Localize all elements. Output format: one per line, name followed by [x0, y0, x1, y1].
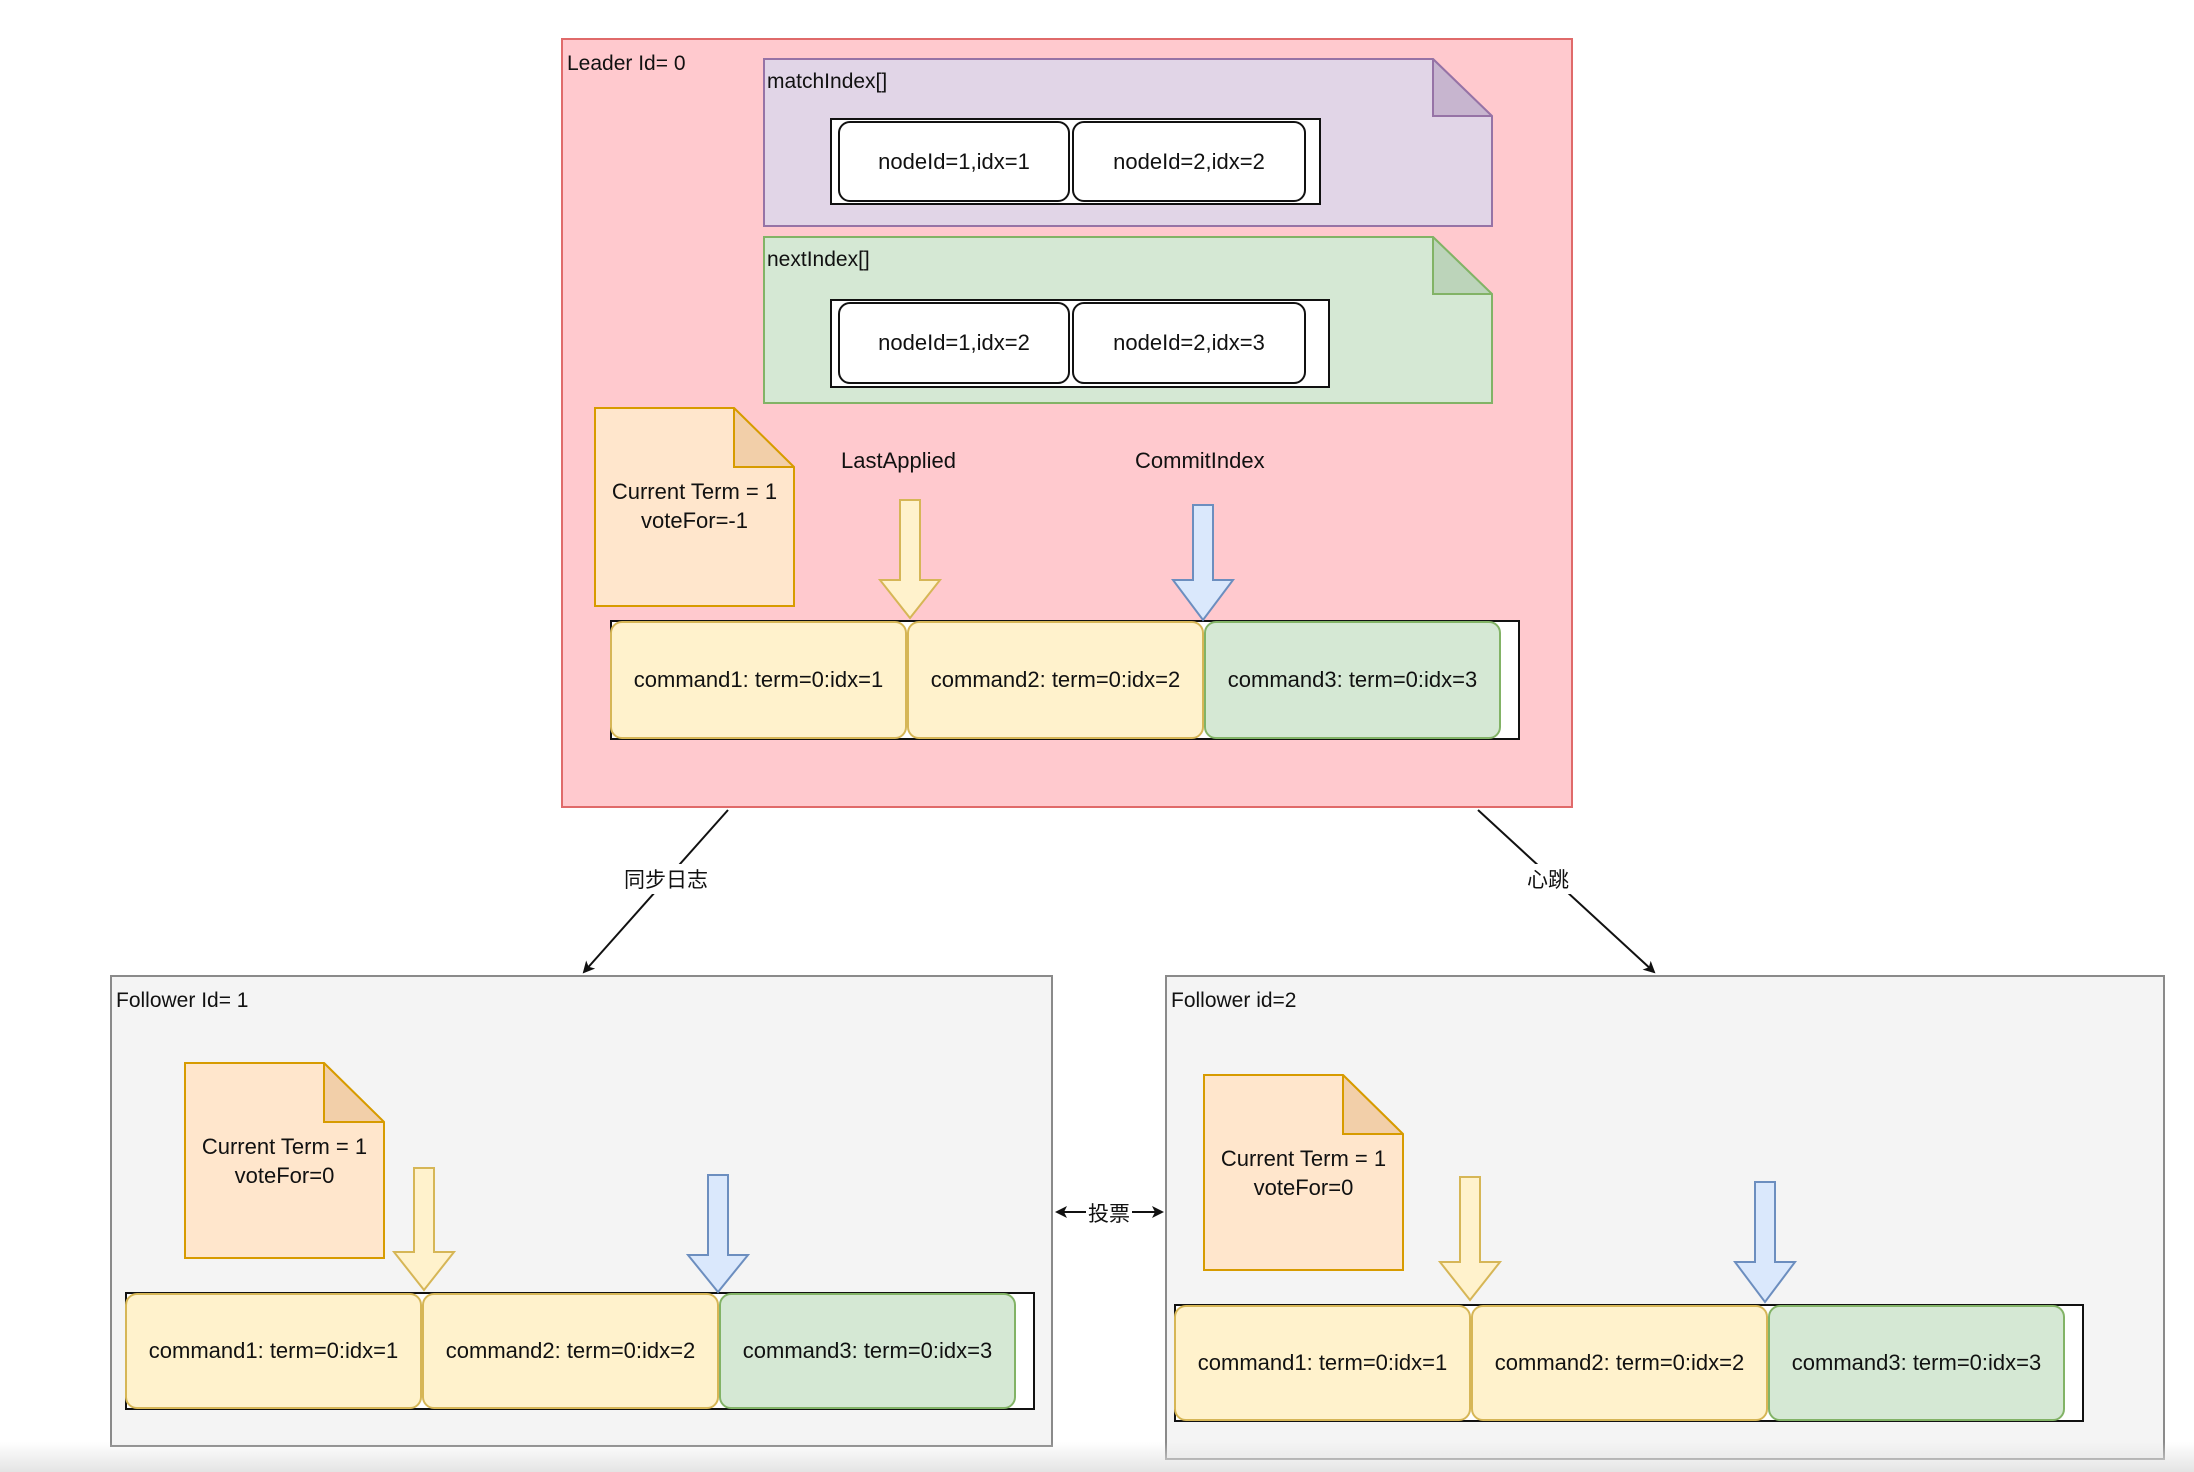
follower-2-log-entry: command3: term=0:idx=3 [1768, 1305, 2065, 1421]
commit-index-label: CommitIndex [1135, 448, 1265, 473]
follower-1-state-note: Current Term = 1 voteFor=0 [184, 1062, 385, 1259]
bottom-shade [0, 1442, 2194, 1472]
sync-log-label: 同步日志 [622, 864, 710, 894]
follower-1-log-entry: command2: term=0:idx=2 [422, 1293, 719, 1409]
match-index-title: matchIndex[] [767, 70, 888, 93]
follower-2-title: Follower id=2 [1171, 989, 1297, 1012]
leader-title: Leader Id= 0 [567, 52, 686, 75]
leader-votefor-text: voteFor=-1 [641, 508, 748, 533]
leader-log-entry: command3: term=0:idx=3 [1204, 621, 1501, 739]
follower-2-term-text: Current Term = 1 [1220, 1146, 1387, 1171]
leader-log-entry: command1: term=0:idx=1 [610, 621, 907, 739]
leader-term-text: Current Term = 1 [611, 479, 778, 504]
next-index-title: nextIndex[] [767, 248, 870, 271]
follower-2-state-note-shape [1203, 1074, 1404, 1271]
leader-log-entry: command2: term=0:idx=2 [907, 621, 1204, 739]
follower-2-votefor-text: voteFor=0 [1253, 1175, 1354, 1200]
leader-state-note-shape [594, 407, 795, 607]
leader-state-note: Current Term = 1 voteFor=-1 [594, 407, 795, 607]
match-index-cell: nodeId=2,idx=2 [1072, 121, 1306, 202]
match-index-cell: nodeId=1,idx=1 [838, 121, 1070, 202]
vote-label: 投票 [1086, 1198, 1132, 1228]
follower-1-log-entry: command3: term=0:idx=3 [719, 1293, 1016, 1409]
follower-1-title: Follower Id= 1 [116, 989, 249, 1012]
next-index-cell: nodeId=1,idx=2 [838, 302, 1070, 384]
follower-2-log-entry: command1: term=0:idx=1 [1174, 1305, 1471, 1421]
follower-1-log-entry: command1: term=0:idx=1 [125, 1293, 422, 1409]
heartbeat-label: 心跳 [1525, 864, 1571, 894]
next-index-cell: nodeId=2,idx=3 [1072, 302, 1306, 384]
follower-1-term-text: Current Term = 1 [201, 1134, 368, 1159]
follower-1-votefor-text: voteFor=0 [234, 1163, 335, 1188]
follower-2-state-note: Current Term = 1 voteFor=0 [1203, 1074, 1404, 1271]
follower-2-log-entry: command2: term=0:idx=2 [1471, 1305, 1768, 1421]
last-applied-label: LastApplied [841, 448, 956, 473]
follower-1-state-note-shape [184, 1062, 385, 1259]
